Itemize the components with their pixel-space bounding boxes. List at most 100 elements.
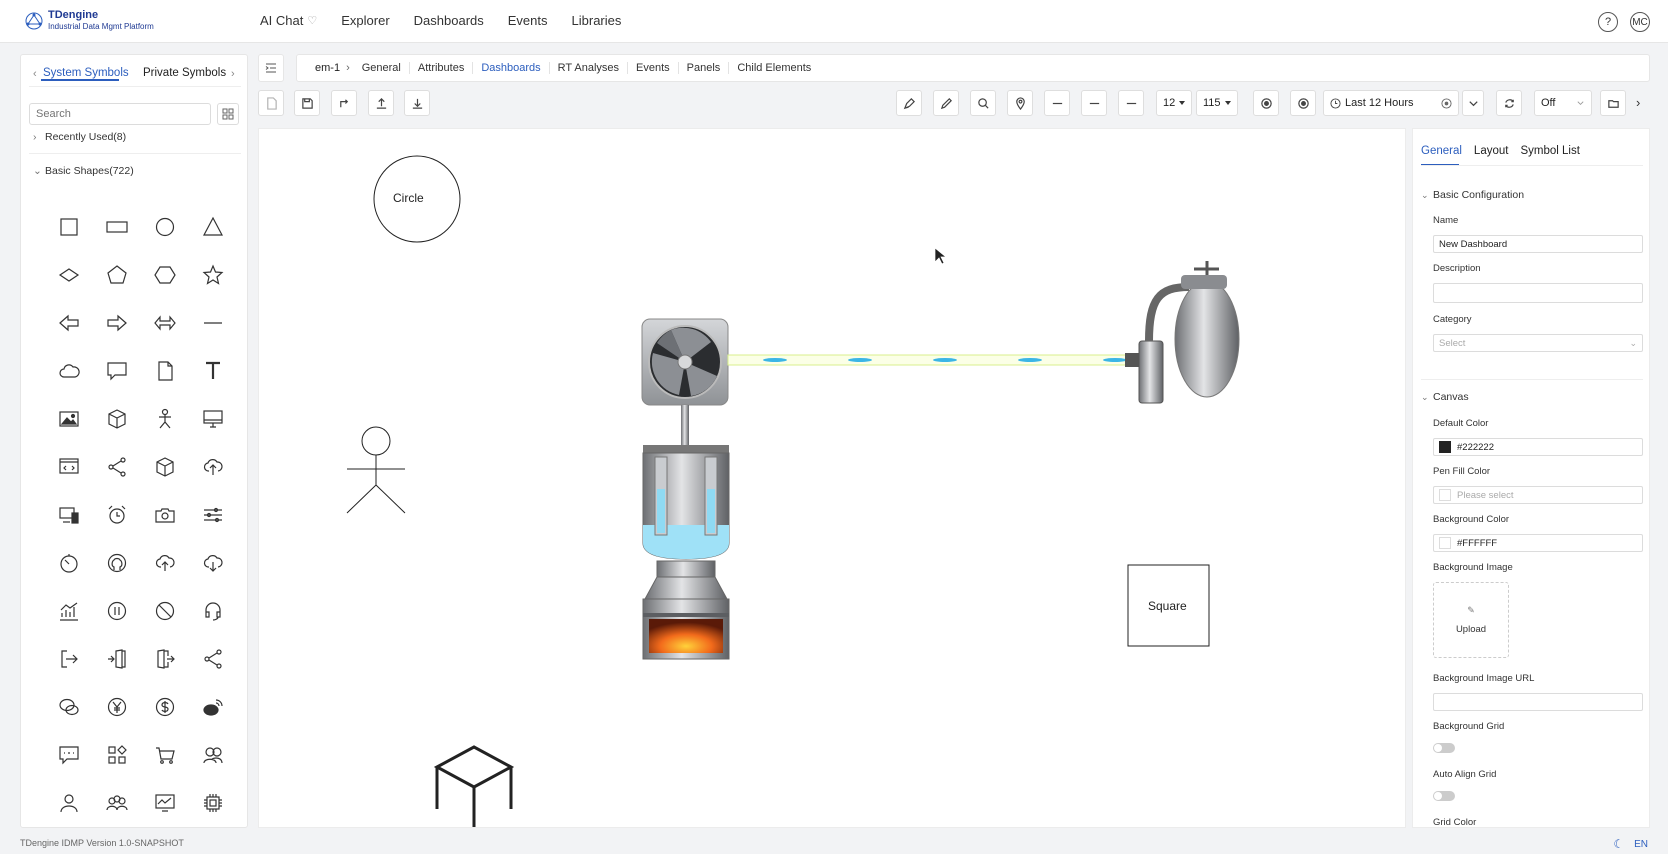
headset-icon[interactable]: [189, 587, 237, 635]
tab-scroll-right-icon[interactable]: ›: [231, 68, 235, 80]
arrow-right-icon[interactable]: [93, 299, 141, 347]
arrow-left-icon[interactable]: [45, 299, 93, 347]
users-icon[interactable]: [93, 779, 141, 827]
user-avatar[interactable]: MC: [1630, 12, 1650, 32]
nav-dashboards[interactable]: Dashboards: [413, 13, 484, 28]
line-icon[interactable]: [189, 299, 237, 347]
tab-private-symbols[interactable]: Private Symbols: [143, 67, 227, 79]
line-width-button[interactable]: [1081, 90, 1107, 116]
speech-bubble-icon[interactable]: [93, 347, 141, 395]
devices-icon[interactable]: [45, 491, 93, 539]
share-alt-icon[interactable]: [189, 635, 237, 683]
weibo-icon[interactable]: [189, 683, 237, 731]
code-icon[interactable]: [45, 443, 93, 491]
record-button[interactable]: [1253, 90, 1279, 116]
rectangle-icon[interactable]: [93, 203, 141, 251]
fan-symbol[interactable]: [641, 318, 729, 406]
language-switch[interactable]: EN: [1634, 838, 1648, 850]
auto-align-toggle[interactable]: [1433, 791, 1455, 801]
category-select[interactable]: Select⌄: [1433, 334, 1643, 352]
tab-attributes[interactable]: Attributes: [410, 62, 474, 74]
page-button[interactable]: [258, 90, 284, 116]
section-canvas[interactable]: ⌄Canvas: [1421, 391, 1469, 403]
tab-rt-analyses[interactable]: RT Analyses: [550, 62, 629, 74]
tab-panels[interactable]: Panels: [679, 62, 730, 74]
cube-icon[interactable]: [93, 395, 141, 443]
group-basic-shapes[interactable]: ⌄Basic Shapes(722): [33, 165, 134, 177]
monitor-icon[interactable]: [189, 395, 237, 443]
hexagon-icon[interactable]: [141, 251, 189, 299]
dollar-icon[interactable]: [141, 683, 189, 731]
save-button[interactable]: [294, 90, 320, 116]
user-icon[interactable]: [45, 779, 93, 827]
pencil-tool-button[interactable]: [933, 90, 959, 116]
font-size-select[interactable]: 12: [1156, 90, 1193, 116]
reactor-tank-symbol[interactable]: [642, 445, 730, 560]
triangle-icon[interactable]: [189, 203, 237, 251]
circle-icon[interactable]: [141, 203, 189, 251]
document-icon[interactable]: [141, 347, 189, 395]
symbol-search-input[interactable]: [29, 103, 211, 125]
zoom-select[interactable]: 115: [1196, 90, 1238, 116]
upload-cloud-icon[interactable]: [141, 539, 189, 587]
text-icon[interactable]: [189, 347, 237, 395]
clear-circle-icon[interactable]: [1441, 97, 1452, 109]
wechat-icon[interactable]: [45, 683, 93, 731]
group-recently-used[interactable]: ›Recently Used(8): [33, 131, 127, 143]
github-icon[interactable]: [93, 539, 141, 587]
help-button[interactable]: ?: [1598, 12, 1618, 32]
pause-icon[interactable]: [93, 587, 141, 635]
tab-dashboards[interactable]: Dashboards: [473, 62, 550, 74]
download-cloud-icon[interactable]: [189, 539, 237, 587]
app-logo[interactable]: TDengine Industrial Data Mgmt Platform: [24, 10, 154, 32]
share-icon[interactable]: [93, 443, 141, 491]
pipe-flow[interactable]: [727, 354, 1129, 366]
square-icon[interactable]: [45, 203, 93, 251]
comment-icon[interactable]: [45, 731, 93, 779]
pentagon-icon[interactable]: [93, 251, 141, 299]
description-textarea[interactable]: [1433, 283, 1643, 303]
double-arrow-icon[interactable]: [141, 299, 189, 347]
auto-refresh-select[interactable]: Off: [1534, 90, 1592, 116]
logout-icon[interactable]: [45, 635, 93, 683]
moon-icon[interactable]: ☾: [1613, 837, 1625, 851]
canvas-cube[interactable]: [433, 745, 515, 828]
toggle-sidebar-button[interactable]: [258, 54, 284, 82]
nav-events[interactable]: Events: [507, 13, 548, 28]
pump-tank-symbol[interactable]: [1125, 261, 1240, 404]
canvas-circle[interactable]: [373, 155, 461, 243]
search-button[interactable]: [970, 90, 996, 116]
tab-scroll-left-icon[interactable]: ‹: [33, 68, 37, 80]
bg-url-input[interactable]: [1433, 693, 1643, 711]
tab-layout[interactable]: Layout: [1473, 145, 1509, 157]
cart-icon[interactable]: [141, 731, 189, 779]
name-input[interactable]: New Dashboard: [1433, 235, 1643, 253]
location-button[interactable]: [1007, 90, 1033, 116]
star-icon[interactable]: [189, 251, 237, 299]
nav-libraries[interactable]: Libraries: [571, 13, 622, 28]
refresh-button[interactable]: [1496, 90, 1522, 116]
line-style-button[interactable]: [1044, 90, 1070, 116]
line-arrow-button[interactable]: [1118, 90, 1144, 116]
chart-icon[interactable]: [45, 587, 93, 635]
tab-child-elements[interactable]: Child Elements: [737, 62, 812, 74]
bg-grid-toggle[interactable]: [1433, 743, 1455, 753]
tab-general[interactable]: General: [354, 62, 410, 74]
team-icon[interactable]: [189, 731, 237, 779]
tab-events[interactable]: Events: [628, 62, 679, 74]
time-range-dropdown[interactable]: [1462, 90, 1484, 116]
import-button[interactable]: [404, 90, 430, 116]
refresh-canvas-button[interactable]: [331, 90, 357, 116]
alarm-clock-icon[interactable]: [93, 491, 141, 539]
breadcrumb-root[interactable]: em-1: [315, 62, 341, 74]
grid-view-button[interactable]: [217, 103, 239, 125]
furnace-symbol[interactable]: [642, 560, 730, 660]
sliders-icon[interactable]: [189, 491, 237, 539]
focus-button[interactable]: [1290, 90, 1316, 116]
pen-tool-button[interactable]: [896, 90, 922, 116]
apps-icon[interactable]: [93, 731, 141, 779]
diamond-icon[interactable]: [45, 251, 93, 299]
person-icon[interactable]: [141, 395, 189, 443]
box-icon[interactable]: [141, 443, 189, 491]
fullscreen-button[interactable]: [1600, 90, 1626, 116]
